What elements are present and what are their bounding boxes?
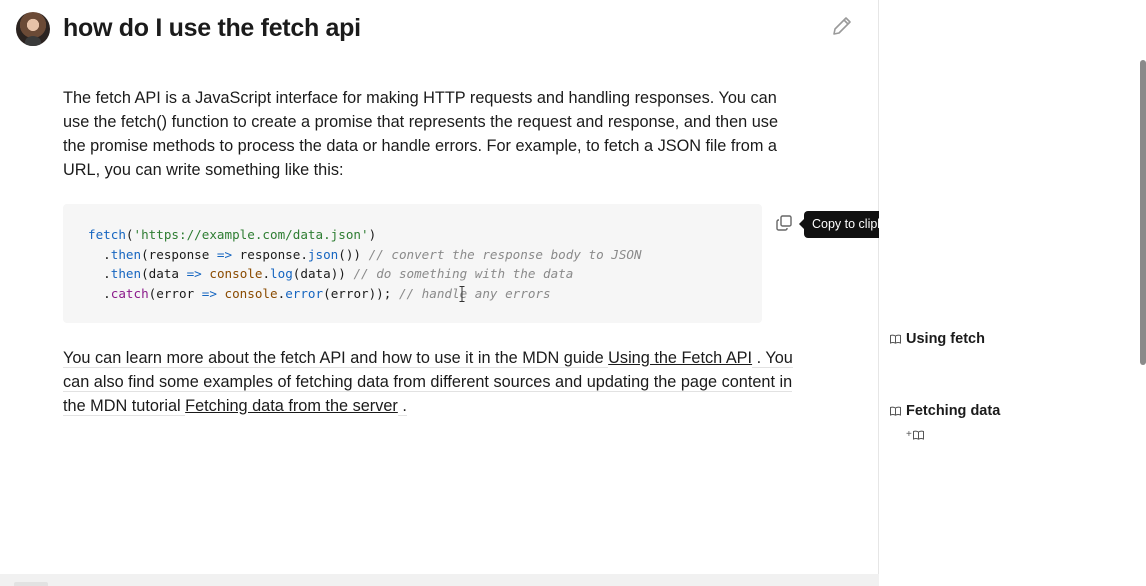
paragraph-text: You can learn more about the fetch API a… (63, 349, 609, 368)
code-line-1: fetch('https://example.com/data.json') (88, 227, 377, 242)
copy-icon[interactable] (774, 213, 794, 233)
book-icon (890, 406, 901, 416)
code-block: fetch('https://example.com/data.json') .… (63, 204, 762, 323)
plus-label: + (906, 429, 912, 440)
link-fetching-data[interactable]: Fetching data from the server (185, 397, 398, 415)
code-line-3: .then(data => console.log(data)) // do s… (88, 266, 574, 281)
link-using-fetch-api[interactable]: Using the Fetch API (608, 349, 753, 367)
text-cursor-icon (459, 286, 465, 302)
references-sidebar (879, 0, 1146, 586)
main-content: how do I use the fetch api The fetch API… (0, 0, 918, 574)
code-line-2: .then(response => response.json()) // co… (88, 246, 642, 262)
book-icon (890, 334, 901, 344)
paragraph-text: . You can also find some examples of fet… (63, 349, 793, 416)
book-icon (912, 430, 924, 440)
code-line-4: .catch(error => console.error(error)); /… (88, 285, 551, 301)
answer-paragraph-intro: The fetch API is a JavaScript interface … (63, 89, 778, 179)
bottom-tab[interactable] (14, 582, 48, 586)
user-avatar (16, 12, 50, 46)
code-content[interactable]: fetch('https://example.com/data.json') .… (88, 225, 642, 303)
reference-using-fetch[interactable]: Using fetch (890, 331, 985, 347)
reference-fetching-data[interactable]: Fetching data (890, 403, 1000, 419)
scrollbar-thumb[interactable] (1140, 60, 1146, 365)
pencil-icon[interactable] (830, 14, 854, 38)
paragraph-text: . (397, 397, 407, 416)
more-references-button[interactable]: + (906, 429, 924, 440)
reference-label: Using fetch (906, 331, 985, 347)
bottom-bar (0, 574, 879, 586)
reference-label: Fetching data (906, 403, 1001, 419)
answer-paragraph-references: You can learn more about the fetch API a… (63, 346, 793, 418)
page-title: how do I use the fetch api (63, 14, 361, 42)
